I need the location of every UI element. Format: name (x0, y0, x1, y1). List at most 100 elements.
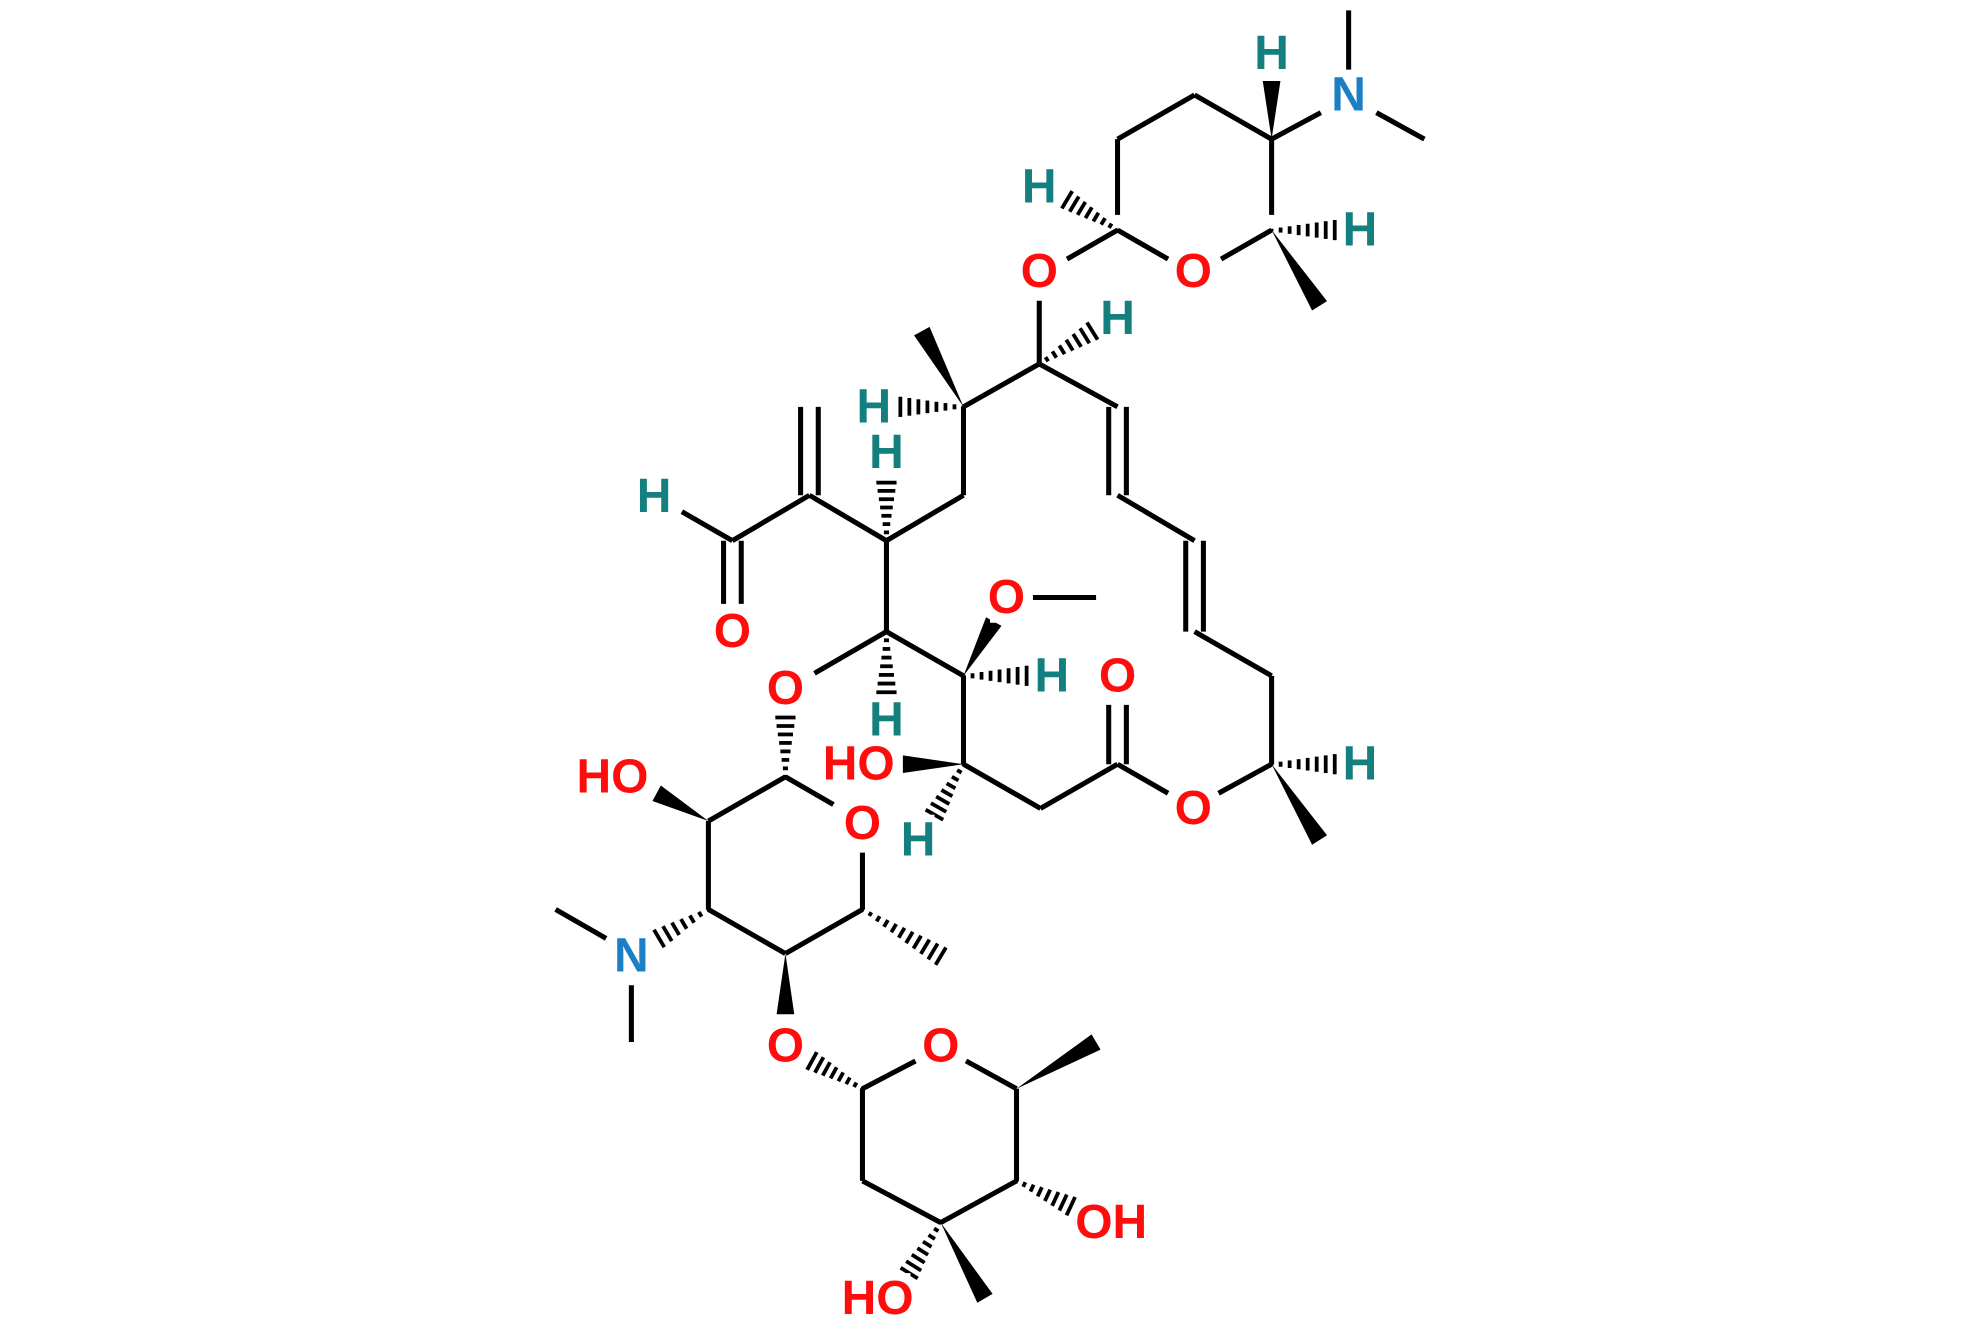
hash-bond-line (821, 1061, 832, 1077)
wedge-bond (902, 755, 964, 774)
hash-bond-line (688, 914, 696, 924)
single-bond (964, 1058, 1018, 1091)
atom-label-hydrogen: H (869, 694, 904, 747)
label-background (1035, 650, 1069, 702)
hash-bond-line (836, 1071, 845, 1083)
hash-bond-line (1043, 356, 1050, 363)
hash-bond-line (927, 1233, 936, 1241)
wedge-bond (940, 1222, 993, 1303)
hash-bond-line (661, 925, 674, 943)
label-background (844, 1273, 911, 1324)
single-bond (1038, 361, 1119, 410)
wedge-bond (914, 326, 964, 407)
hash-bond-line (1064, 338, 1075, 352)
single-bond (962, 762, 1042, 811)
label-background (715, 606, 749, 657)
hash-bond-line (697, 910, 704, 918)
label-background (769, 1020, 802, 1072)
hash-bond-line (1043, 1188, 1052, 1202)
atom-label-hydrogen: H (856, 380, 891, 433)
label-background (614, 930, 648, 982)
label-background (825, 738, 892, 790)
atom-label-oxygen: O (922, 1019, 959, 1072)
hash-bond-line (805, 1051, 819, 1071)
label-background (1343, 204, 1377, 256)
atom-label-oxygen: O (1021, 245, 1058, 298)
atom-label-nitrogen: N (1331, 68, 1366, 121)
wedge-bond (1271, 230, 1328, 311)
label-background (924, 1020, 958, 1072)
hash-bond-line (1107, 222, 1114, 229)
hash-bond-line (929, 801, 948, 814)
hash-bond-line (828, 1066, 839, 1080)
single-bond (784, 907, 864, 956)
single-bond (885, 493, 965, 543)
label-background (1078, 1197, 1145, 1248)
wedge-bond (963, 617, 1002, 676)
hash-bond-line (1057, 1193, 1069, 1212)
hash-bond-line (933, 946, 948, 966)
single-bond (813, 629, 888, 676)
single-bond (554, 907, 608, 941)
atom-label-oxygen: HO (823, 738, 895, 791)
hash-bond-line (1075, 200, 1087, 216)
label-background (1343, 738, 1377, 790)
hash-bond-line (1099, 217, 1107, 226)
hash-bond-line (1028, 1183, 1036, 1193)
hash-bond-line (905, 1259, 923, 1273)
atom-label-oxygen: O (767, 662, 804, 715)
single-bond (707, 774, 787, 824)
single-bond (784, 774, 835, 807)
single-bond (885, 629, 965, 679)
single-bond (1065, 227, 1119, 262)
single-bond (680, 509, 734, 543)
label-background (990, 572, 1023, 623)
hash-bond-line (844, 1076, 852, 1086)
single-bond (1116, 493, 1196, 543)
atom-label-hydrogen: H (869, 426, 904, 479)
hash-bond-line (882, 919, 890, 928)
hash-bond-line (945, 781, 957, 791)
wedge-bond (1271, 764, 1328, 845)
label-background (1332, 69, 1366, 121)
hash-bond-line (1085, 321, 1100, 341)
bonds (554, 10, 1426, 1303)
hash-bond-line (867, 911, 874, 917)
hash-bond-line (919, 938, 931, 955)
atom-label-hydrogen: H (1254, 27, 1289, 80)
hash-bond-line (1060, 190, 1074, 210)
hash-bond-line (956, 768, 963, 775)
hash-bond-line (1050, 350, 1059, 359)
hash-bond-line (1071, 333, 1083, 348)
atom-label-oxygen: O (1175, 245, 1212, 298)
hash-bond-line (916, 1246, 930, 1257)
label-background (637, 471, 671, 522)
atom-label-oxygen: OH (1075, 1196, 1147, 1249)
hash-bond-line (852, 1081, 859, 1088)
wedge-bond (1262, 81, 1281, 140)
hash-bond-line (933, 1226, 940, 1233)
label-background (857, 381, 891, 433)
atom-label-hydrogen: H (1022, 161, 1057, 214)
single-bond (939, 1178, 1018, 1225)
hash-bond-line (874, 915, 882, 923)
hash-bond-line (1091, 211, 1101, 223)
label-background (579, 751, 646, 803)
single-bond (1217, 761, 1273, 796)
single-bond (1116, 762, 1170, 796)
atom-label-oxygen: O (1099, 649, 1136, 702)
atom-label-hydrogen: H (1343, 738, 1378, 791)
hash-bond-line (1068, 195, 1081, 213)
label-background (769, 663, 802, 714)
label-background (1101, 650, 1134, 702)
label-background (846, 798, 879, 849)
atom-label-oxygen: O (714, 605, 751, 658)
hash-bond-line (889, 923, 898, 934)
label-background (1176, 246, 1210, 297)
single-bond (861, 1178, 942, 1225)
hash-bond-line (1021, 1181, 1028, 1188)
hash-bond-line (1050, 1191, 1061, 1207)
single-bond (1116, 227, 1170, 262)
